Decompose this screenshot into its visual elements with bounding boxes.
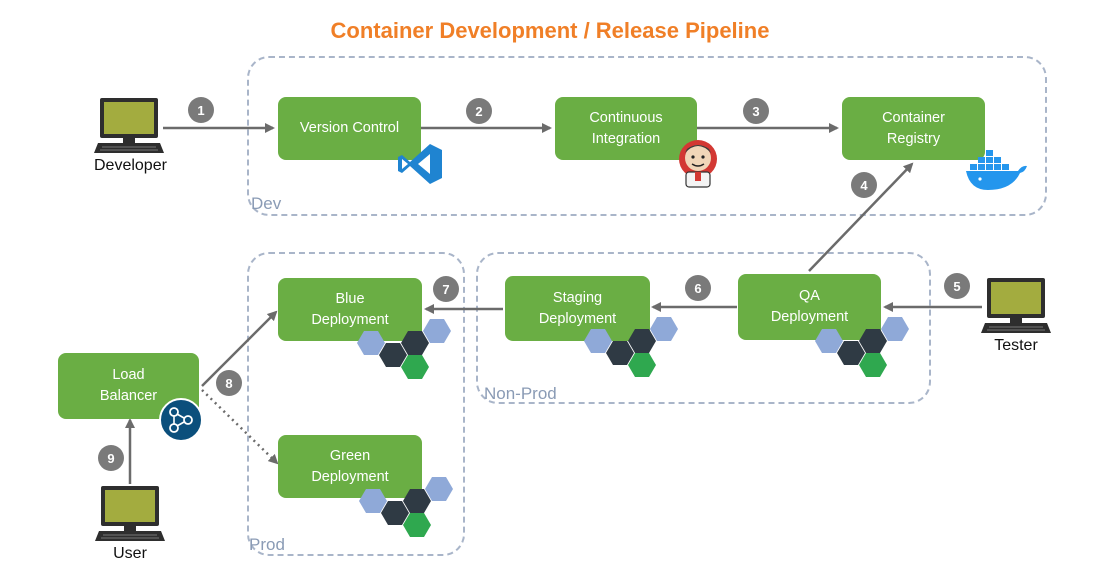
- hexagon-cluster-icon: [815, 317, 909, 377]
- hexagon-cluster-icon: [359, 477, 453, 537]
- step-badge-6: 6: [685, 275, 711, 301]
- diagram-title: Container Development / Release Pipeline: [330, 18, 770, 43]
- container-registry-box: Container Registry: [842, 97, 985, 160]
- tester-actor: Tester: [981, 276, 1051, 355]
- step-badge-7: 7: [433, 276, 459, 302]
- step-badge-9: 9: [98, 445, 124, 471]
- qa-deployment-box: QA Deployment: [738, 274, 881, 340]
- step-badge-2: 2: [466, 98, 492, 124]
- monitor-icon: [95, 486, 165, 541]
- developer-label: Developer: [94, 157, 167, 174]
- version-control-box: Version Control: [278, 97, 421, 160]
- step-badge-4: 4: [851, 172, 877, 198]
- hexagon-cluster-icon: [584, 317, 678, 377]
- prod-zone-label: Prod: [249, 535, 285, 554]
- step-badge-1: 1: [188, 97, 214, 123]
- user-label: User: [113, 545, 147, 562]
- load-balancer-icon: [159, 398, 203, 442]
- developer-actor: Developer: [94, 96, 167, 175]
- user-actor: User: [95, 484, 165, 563]
- arrow-qa-to-registry: [808, 162, 914, 272]
- tester-label: Tester: [994, 337, 1038, 354]
- visual-studio-icon: [398, 144, 442, 184]
- blue-deployment-box: Blue Deployment: [278, 278, 422, 341]
- step-badge-3: 3: [743, 98, 769, 124]
- prod-zone: [247, 252, 465, 556]
- step-badge-8: 8: [216, 370, 242, 396]
- hexagon-cluster-icon: [357, 319, 451, 379]
- arrow-lb-to-blue: [201, 310, 278, 387]
- nonprod-zone-label: Non-Prod: [484, 384, 557, 403]
- step-badge-5: 5: [944, 273, 970, 299]
- monitor-icon: [981, 278, 1051, 333]
- green-deployment-box: Green Deployment: [278, 435, 422, 498]
- arrow-lb-to-green: [201, 389, 279, 465]
- dev-zone: [247, 56, 1047, 216]
- docker-icon: [966, 150, 1027, 190]
- nonprod-zone: [476, 252, 931, 404]
- staging-deployment-box: Staging Deployment: [505, 276, 650, 341]
- jenkins-icon: [679, 140, 717, 188]
- monitor-icon: [94, 98, 164, 153]
- continuous-integration-box: Continuous Integration: [555, 97, 697, 160]
- dev-zone-label: Dev: [251, 194, 282, 213]
